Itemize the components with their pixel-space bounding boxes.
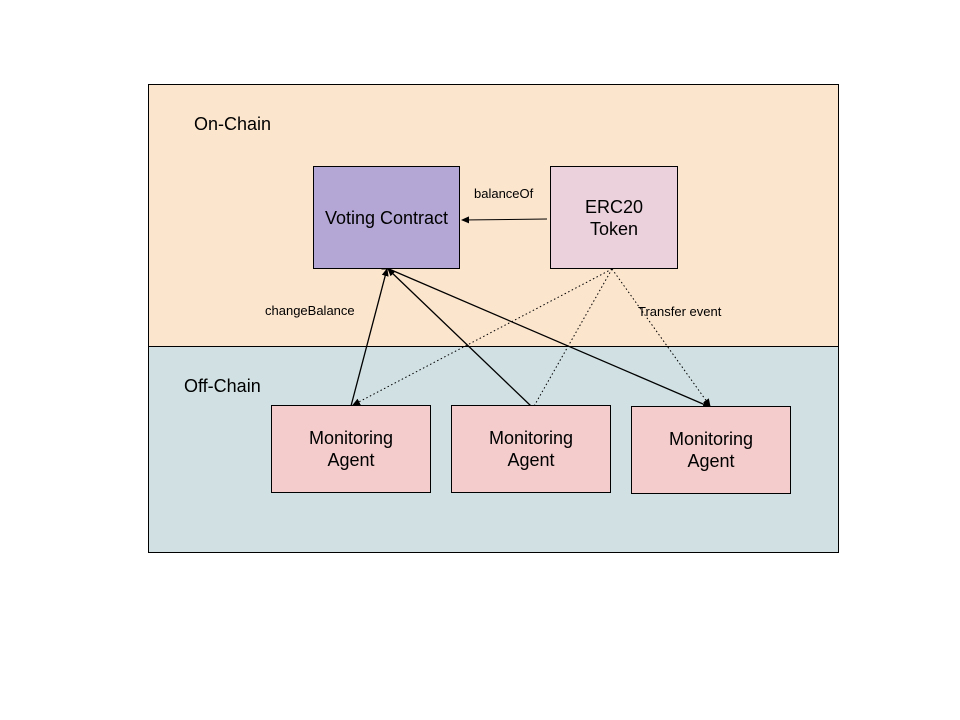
on-chain-label: On-Chain <box>194 114 272 134</box>
erc20-token-label: ERC20 Token <box>584 196 644 239</box>
monitoring-agent-node-2: Monitoring Agent <box>451 405 611 493</box>
monitoring-agent-label-3: Monitoring Agent <box>668 429 754 471</box>
monitoring-agent-label-2: Monitoring Agent <box>488 428 574 470</box>
monitoring-agent-node-3: Monitoring Agent <box>631 406 791 494</box>
balanceof-label: balanceOf <box>474 186 534 201</box>
changebalance-label: changeBalance <box>265 303 355 318</box>
transfer-event-label: Transfer event <box>638 304 722 319</box>
voting-contract-label: Voting Contract <box>324 207 449 228</box>
erc20-token-node: ERC20 Token <box>550 166 678 269</box>
voting-contract-node: Voting Contract <box>313 166 460 269</box>
monitoring-agent-label-1: Monitoring Agent <box>308 428 394 470</box>
off-chain-label: Off-Chain <box>184 376 261 396</box>
monitoring-agent-node-1: Monitoring Agent <box>271 405 431 493</box>
